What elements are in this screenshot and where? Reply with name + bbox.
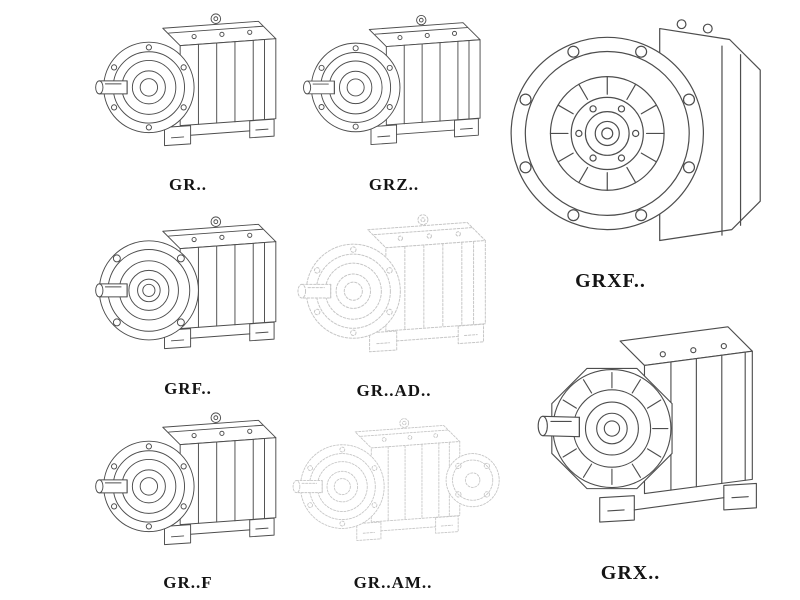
figure-grx: GRX.. xyxy=(498,296,793,586)
figure-grz: GRZ.. xyxy=(296,6,492,196)
gear-reducer-drawing xyxy=(88,208,288,378)
figure-gr: GR.. xyxy=(88,6,288,196)
gear-reducer-flange-iso-icon xyxy=(88,208,288,378)
model-label-grf: GRF.. xyxy=(164,379,212,398)
model-label-grad: GR..AD.. xyxy=(356,380,432,400)
figure-grf: GRF.. xyxy=(88,208,288,400)
gear-reducer-large-iso-icon xyxy=(498,296,793,560)
model-label-grff: GR..F xyxy=(163,573,213,592)
model-label-gr: GR.. xyxy=(169,175,207,194)
gear-reducer-adapter-icon xyxy=(290,208,498,380)
gear-reducer-iso-icon xyxy=(88,406,288,572)
model-label-grx: GRX.. xyxy=(600,562,661,584)
gear-reducer-motor-flange-icon xyxy=(286,406,500,572)
model-label-grxf: GRXF.. xyxy=(575,270,646,292)
gear-reducer-drawing xyxy=(498,296,793,560)
model-label-grz: GRZ.. xyxy=(368,175,420,194)
figure-grad: GR..AD.. xyxy=(290,208,498,400)
gear-reducer-flange-icon xyxy=(498,0,793,268)
gear-reducer-drawing xyxy=(296,6,492,174)
gear-reducer-ghost-drawing xyxy=(290,208,498,380)
gear-reducer-iso-icon xyxy=(296,6,492,174)
model-label-gram: GR..AM.. xyxy=(353,573,433,592)
gear-reducer-ghost-drawing xyxy=(286,406,500,572)
gear-reducer-drawing xyxy=(498,0,793,268)
figure-grff: GR..F xyxy=(88,406,288,594)
figure-grxf: GRXF.. xyxy=(498,0,793,294)
gear-reducer-drawing xyxy=(88,6,288,174)
figure-gram: GR..AM.. xyxy=(286,406,500,594)
gear-reducer-drawing xyxy=(88,406,288,572)
gear-reducer-iso-icon xyxy=(88,6,288,174)
